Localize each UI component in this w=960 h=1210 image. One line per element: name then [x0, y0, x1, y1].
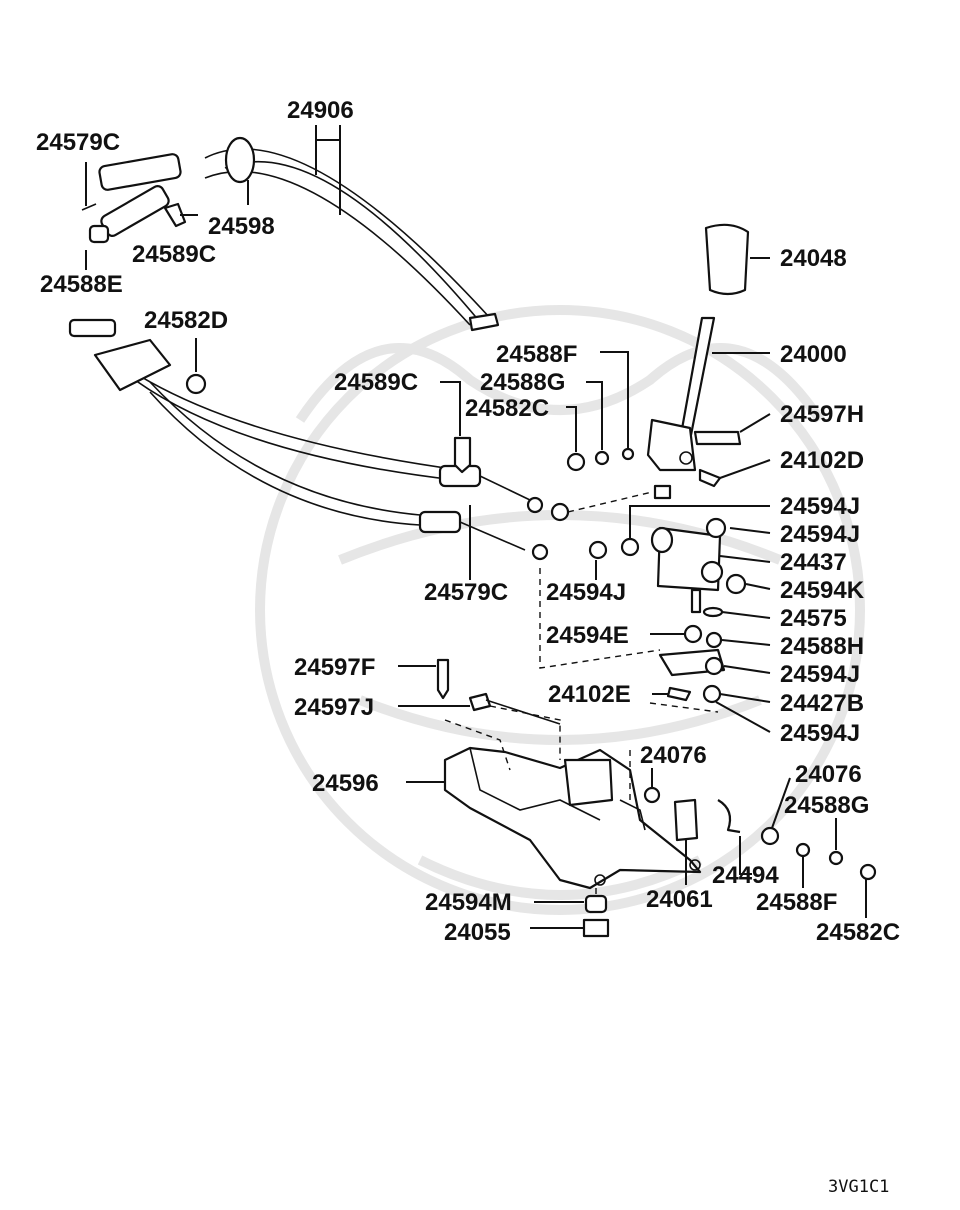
label-24588E: 24588E	[40, 271, 123, 298]
label-24594J-5: 24594J	[780, 720, 860, 747]
label-24437: 24437	[780, 549, 847, 576]
label-24579C: 24579C	[36, 129, 120, 156]
label-24427B: 24427B	[780, 690, 864, 717]
label-24494: 24494	[712, 862, 779, 889]
label-24594E: 24594E	[546, 622, 629, 649]
label-24076-right: 24076	[795, 761, 862, 788]
label-24589C: 24589C	[132, 241, 216, 268]
label-24594M: 24594M	[425, 889, 512, 916]
base-plate	[443, 746, 702, 890]
label-24588H: 24588H	[780, 633, 864, 660]
label-24594J-4: 24594J	[780, 661, 860, 688]
label-24594J-2: 24594J	[780, 521, 860, 548]
label-24597H: 24597H	[780, 401, 864, 428]
upper-shift-cable	[81, 136, 500, 332]
label-24594J-3: 24594J	[546, 579, 626, 606]
label-24076: 24076	[640, 742, 707, 769]
label-24588G-right: 24588G	[784, 792, 869, 819]
label-24594K: 24594K	[780, 577, 865, 604]
label-24061: 24061	[646, 886, 713, 913]
label-24597F: 24597F	[294, 654, 375, 681]
label-24102E: 24102E	[548, 681, 631, 708]
label-24582C-right: 24582C	[816, 919, 900, 946]
label-24597J: 24597J	[294, 694, 374, 721]
label-24588F-right: 24588F	[756, 889, 837, 916]
part-labels: 24906 24579C 24598 24589C 24588E 24048 2…	[36, 97, 900, 1197]
label-24048: 24048	[780, 245, 847, 272]
label-24596: 24596	[312, 770, 379, 797]
shift-lever-assembly	[588, 223, 750, 704]
diagram-code: 3VG1C1	[828, 1177, 889, 1197]
label-24588G: 24588G	[480, 369, 565, 396]
label-24594J-1: 24594J	[780, 493, 860, 520]
label-24575: 24575	[780, 605, 847, 632]
label-24102D: 24102D	[780, 447, 864, 474]
leader-lines	[85, 125, 867, 929]
label-24598: 24598	[208, 213, 275, 240]
label-24582D: 24582D	[144, 307, 228, 334]
label-24055: 24055	[444, 919, 511, 946]
label-24588F: 24588F	[496, 341, 577, 368]
label-24579C-lower: 24579C	[424, 579, 508, 606]
label-24589C-lower: 24589C	[334, 369, 418, 396]
label-24582C: 24582C	[465, 395, 549, 422]
label-24000: 24000	[780, 341, 847, 368]
lower-shift-cable	[68, 318, 570, 561]
label-24906: 24906	[287, 97, 354, 124]
assembly-lines	[444, 491, 719, 896]
small-hardware	[436, 447, 877, 938]
